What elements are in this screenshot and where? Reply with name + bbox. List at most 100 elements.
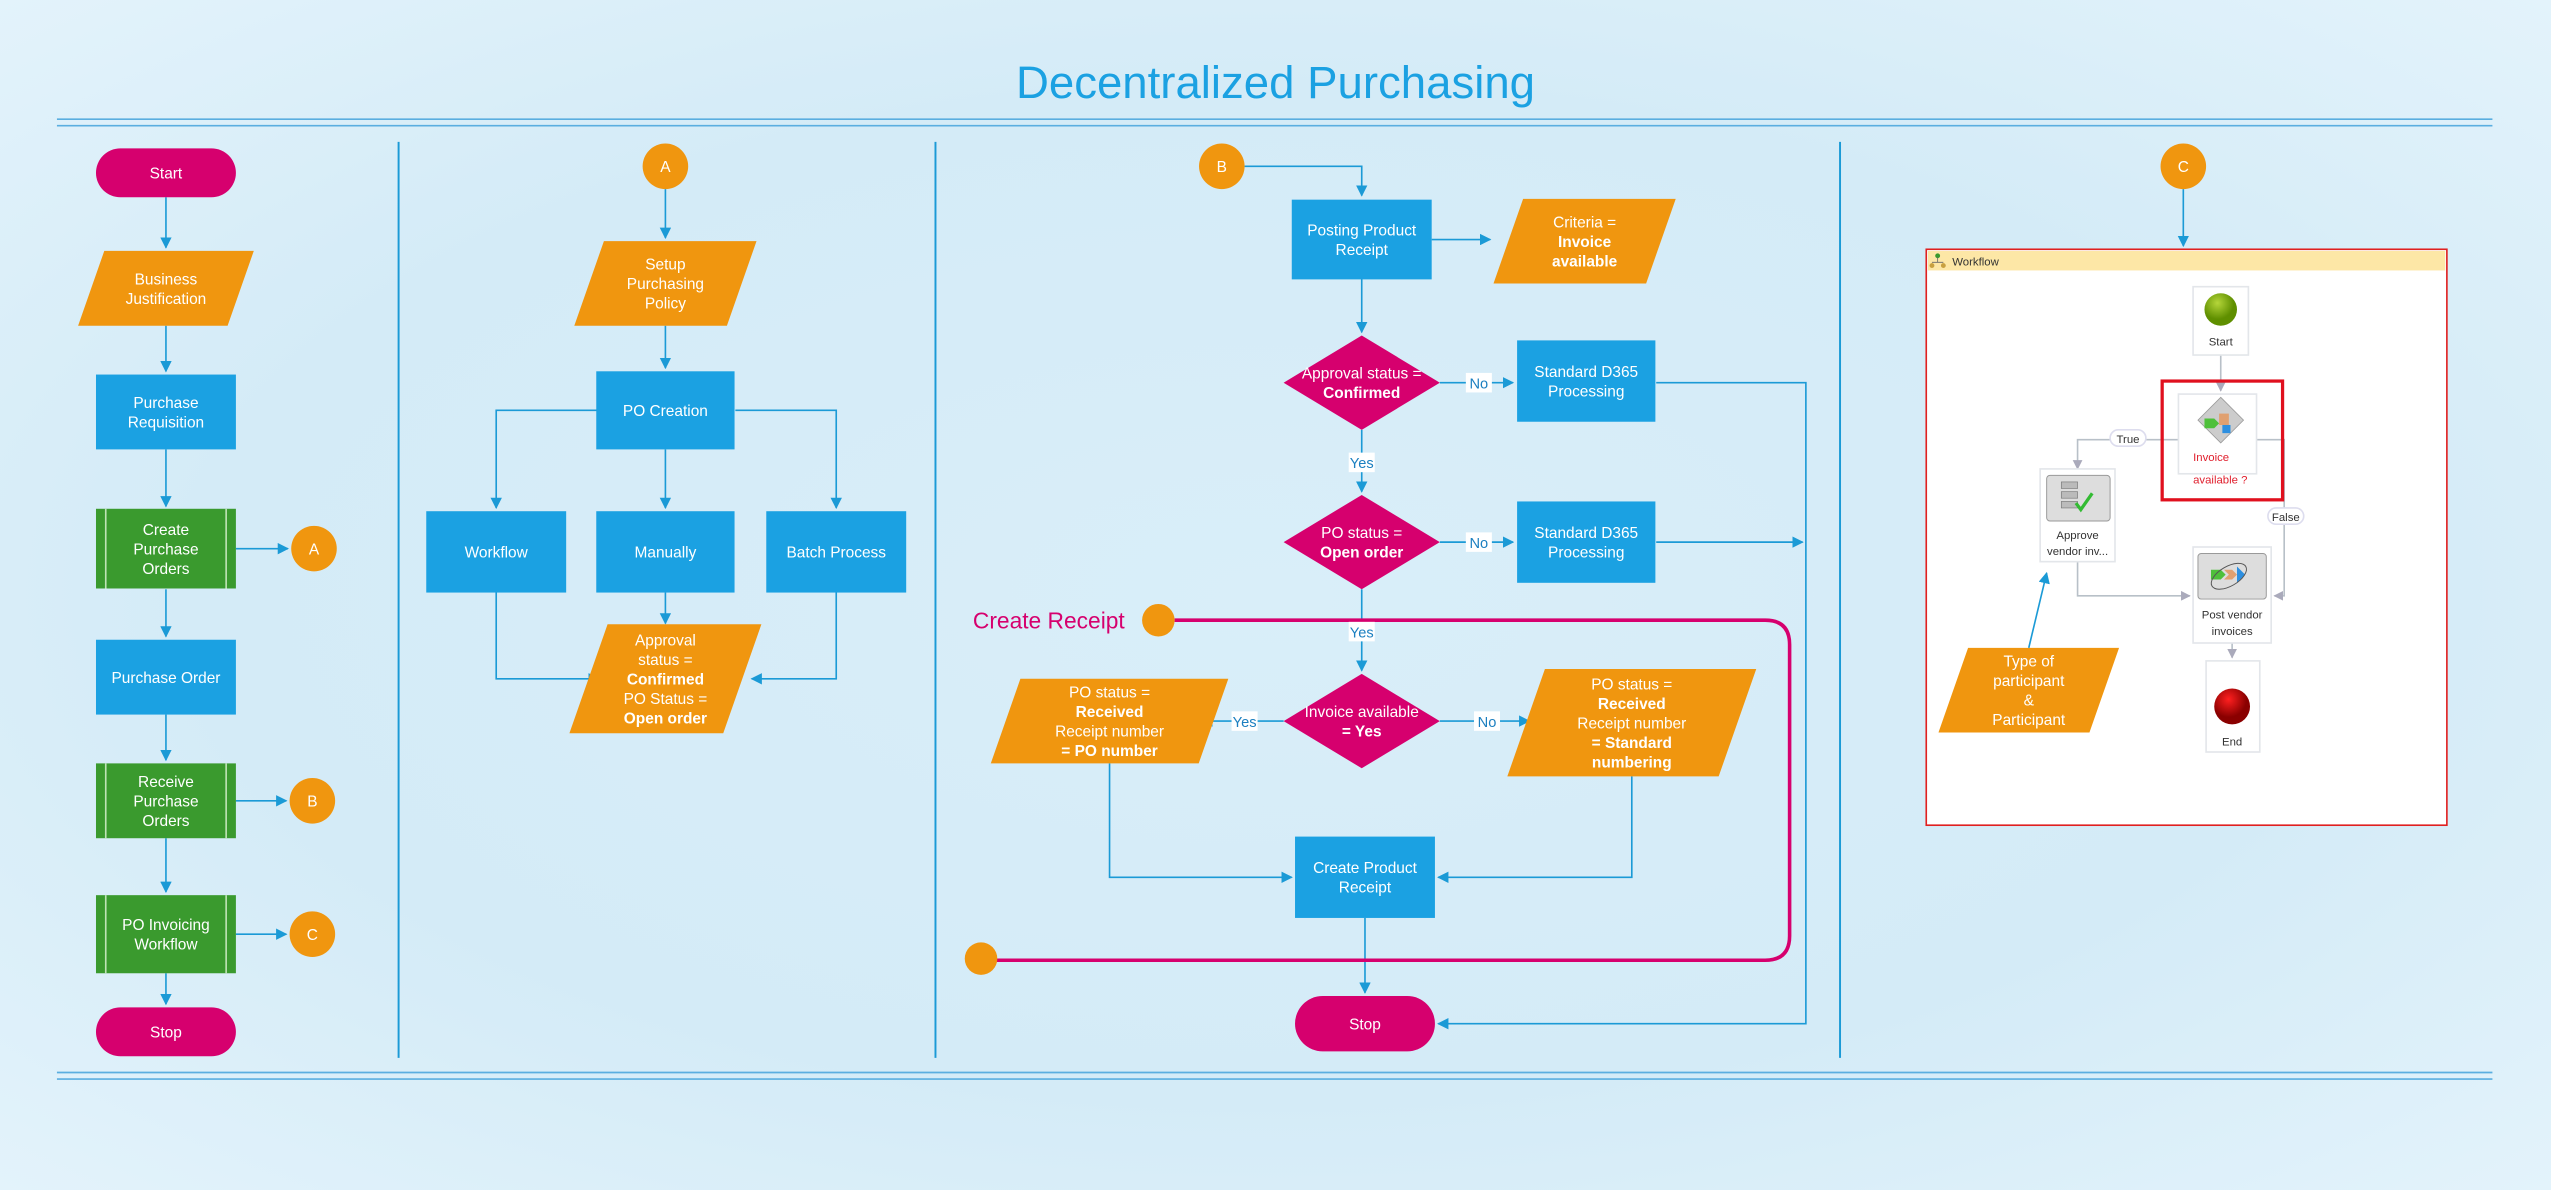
node-d3[interactable]: Invoice available= Yes [1283,673,1440,769]
node-workflow[interactable]: Workflow [426,511,567,593]
node-d2[interactable]: PO status =Open order [1283,494,1440,590]
edge-label-text: No [1478,715,1497,731]
node-label: Stop [1349,1016,1381,1033]
post-label-1: Post vendor [2202,610,2263,622]
connector-arrow [1244,165,1368,197]
node-label: available [1552,253,1618,270]
decision-diamond [1283,494,1440,590]
node-label: B [1217,159,1227,176]
node-label: C [307,927,318,944]
node-label: Receipt [1336,242,1389,259]
node-label: C [2178,159,2189,176]
connector-arrow [1437,776,1633,883]
node-label: Posting Product [1307,222,1417,239]
node-batch[interactable]: Batch Process [766,511,907,593]
node-label: Purchase Order [111,670,220,687]
node-label: Confirmed [1323,385,1400,402]
node-po[interactable]: Purchase Order [95,639,236,715]
node-label: & [2024,693,2035,710]
node-conC1[interactable]: C [289,911,336,957]
edge-label-yes1: Yes [1348,452,1375,473]
approve-label-1: Approve [2056,530,2098,542]
node-label: Receipt number [1055,724,1164,741]
data-parallelogram [78,250,254,326]
node-label: Manually [635,545,697,562]
node-label: Standard D365 [1534,364,1638,381]
edge-label-bg [1348,452,1375,473]
subprocess-box [95,508,236,589]
node-label: = PO number [1061,743,1158,760]
process-box [766,511,907,593]
node-label: Policy [645,296,686,313]
node-conA1[interactable]: A [291,525,337,572]
process-box [596,371,735,450]
connector-arrow [490,409,598,510]
post-invoice-icon [2197,553,2267,600]
node-stop1[interactable]: Stop [95,1007,236,1057]
node-d1[interactable]: Approval status = Confirmed [1283,335,1440,430]
node-label: PO Creation [623,403,708,420]
approve-label-2: vendor inv... [2047,546,2108,558]
node-label: Batch Process [786,545,886,562]
start-circle-icon [2204,293,2238,326]
node-label: Requisition [128,414,204,431]
node-conB2[interactable]: B [1199,143,1245,190]
node-label: Processing [1548,384,1624,401]
edge-label-no1: No [1465,372,1492,393]
node-label: Processing [1548,545,1624,562]
node-conC2[interactable]: C [2160,143,2207,190]
node-conA2[interactable]: A [642,143,689,190]
node-label: Invoice [1558,234,1612,251]
process-box [95,639,236,715]
edge-label-text: Yes [1350,456,1374,472]
footer-divider [56,1071,2493,1080]
node-label: Approval status = [1302,366,1422,383]
wf-decision-node[interactable]: Invoice available ? [2177,393,2258,487]
edge-label-text: No [1470,376,1489,392]
node-label: status = [638,652,693,669]
workflow-header: Workflow [1952,257,1999,269]
wf-end-label: End [2222,736,2242,748]
wf-end-node[interactable]: End [2205,660,2261,753]
edge-label-no2: No [1465,532,1492,552]
data-parallelogram [990,678,1229,764]
node-label: Received [1598,696,1666,713]
node-stop3[interactable]: Stop [1295,996,1435,1052]
edge-label-text: Yes [1233,715,1257,731]
node-start1[interactable]: Start [95,148,236,198]
edge-label-bg [1348,621,1375,642]
workflow-panel: Workflow Start Invoice available ? True … [1925,248,2448,827]
wf-start-node[interactable]: Start [2192,285,2250,356]
node-label: Create [143,522,189,539]
wf-decision-label-2: available ? [2193,475,2247,487]
node-label: Receive [138,774,194,791]
wf-post-node[interactable]: Post vendor invoices [2192,546,2272,644]
node-label: Workflow [134,937,198,954]
off-page-connector [642,143,689,190]
connector-arrow [735,409,842,510]
node-manually[interactable]: Manually [596,511,735,593]
off-page-connector [289,911,336,957]
node-conB1[interactable]: B [289,778,336,824]
process-box [1517,501,1656,583]
data-parallelogram [1493,198,1676,284]
post-label-2: invoices [2212,626,2253,638]
node-pocreate[interactable]: PO Creation [596,371,735,450]
wf-approve-node[interactable]: Approve vendor inv... [2039,468,2116,563]
